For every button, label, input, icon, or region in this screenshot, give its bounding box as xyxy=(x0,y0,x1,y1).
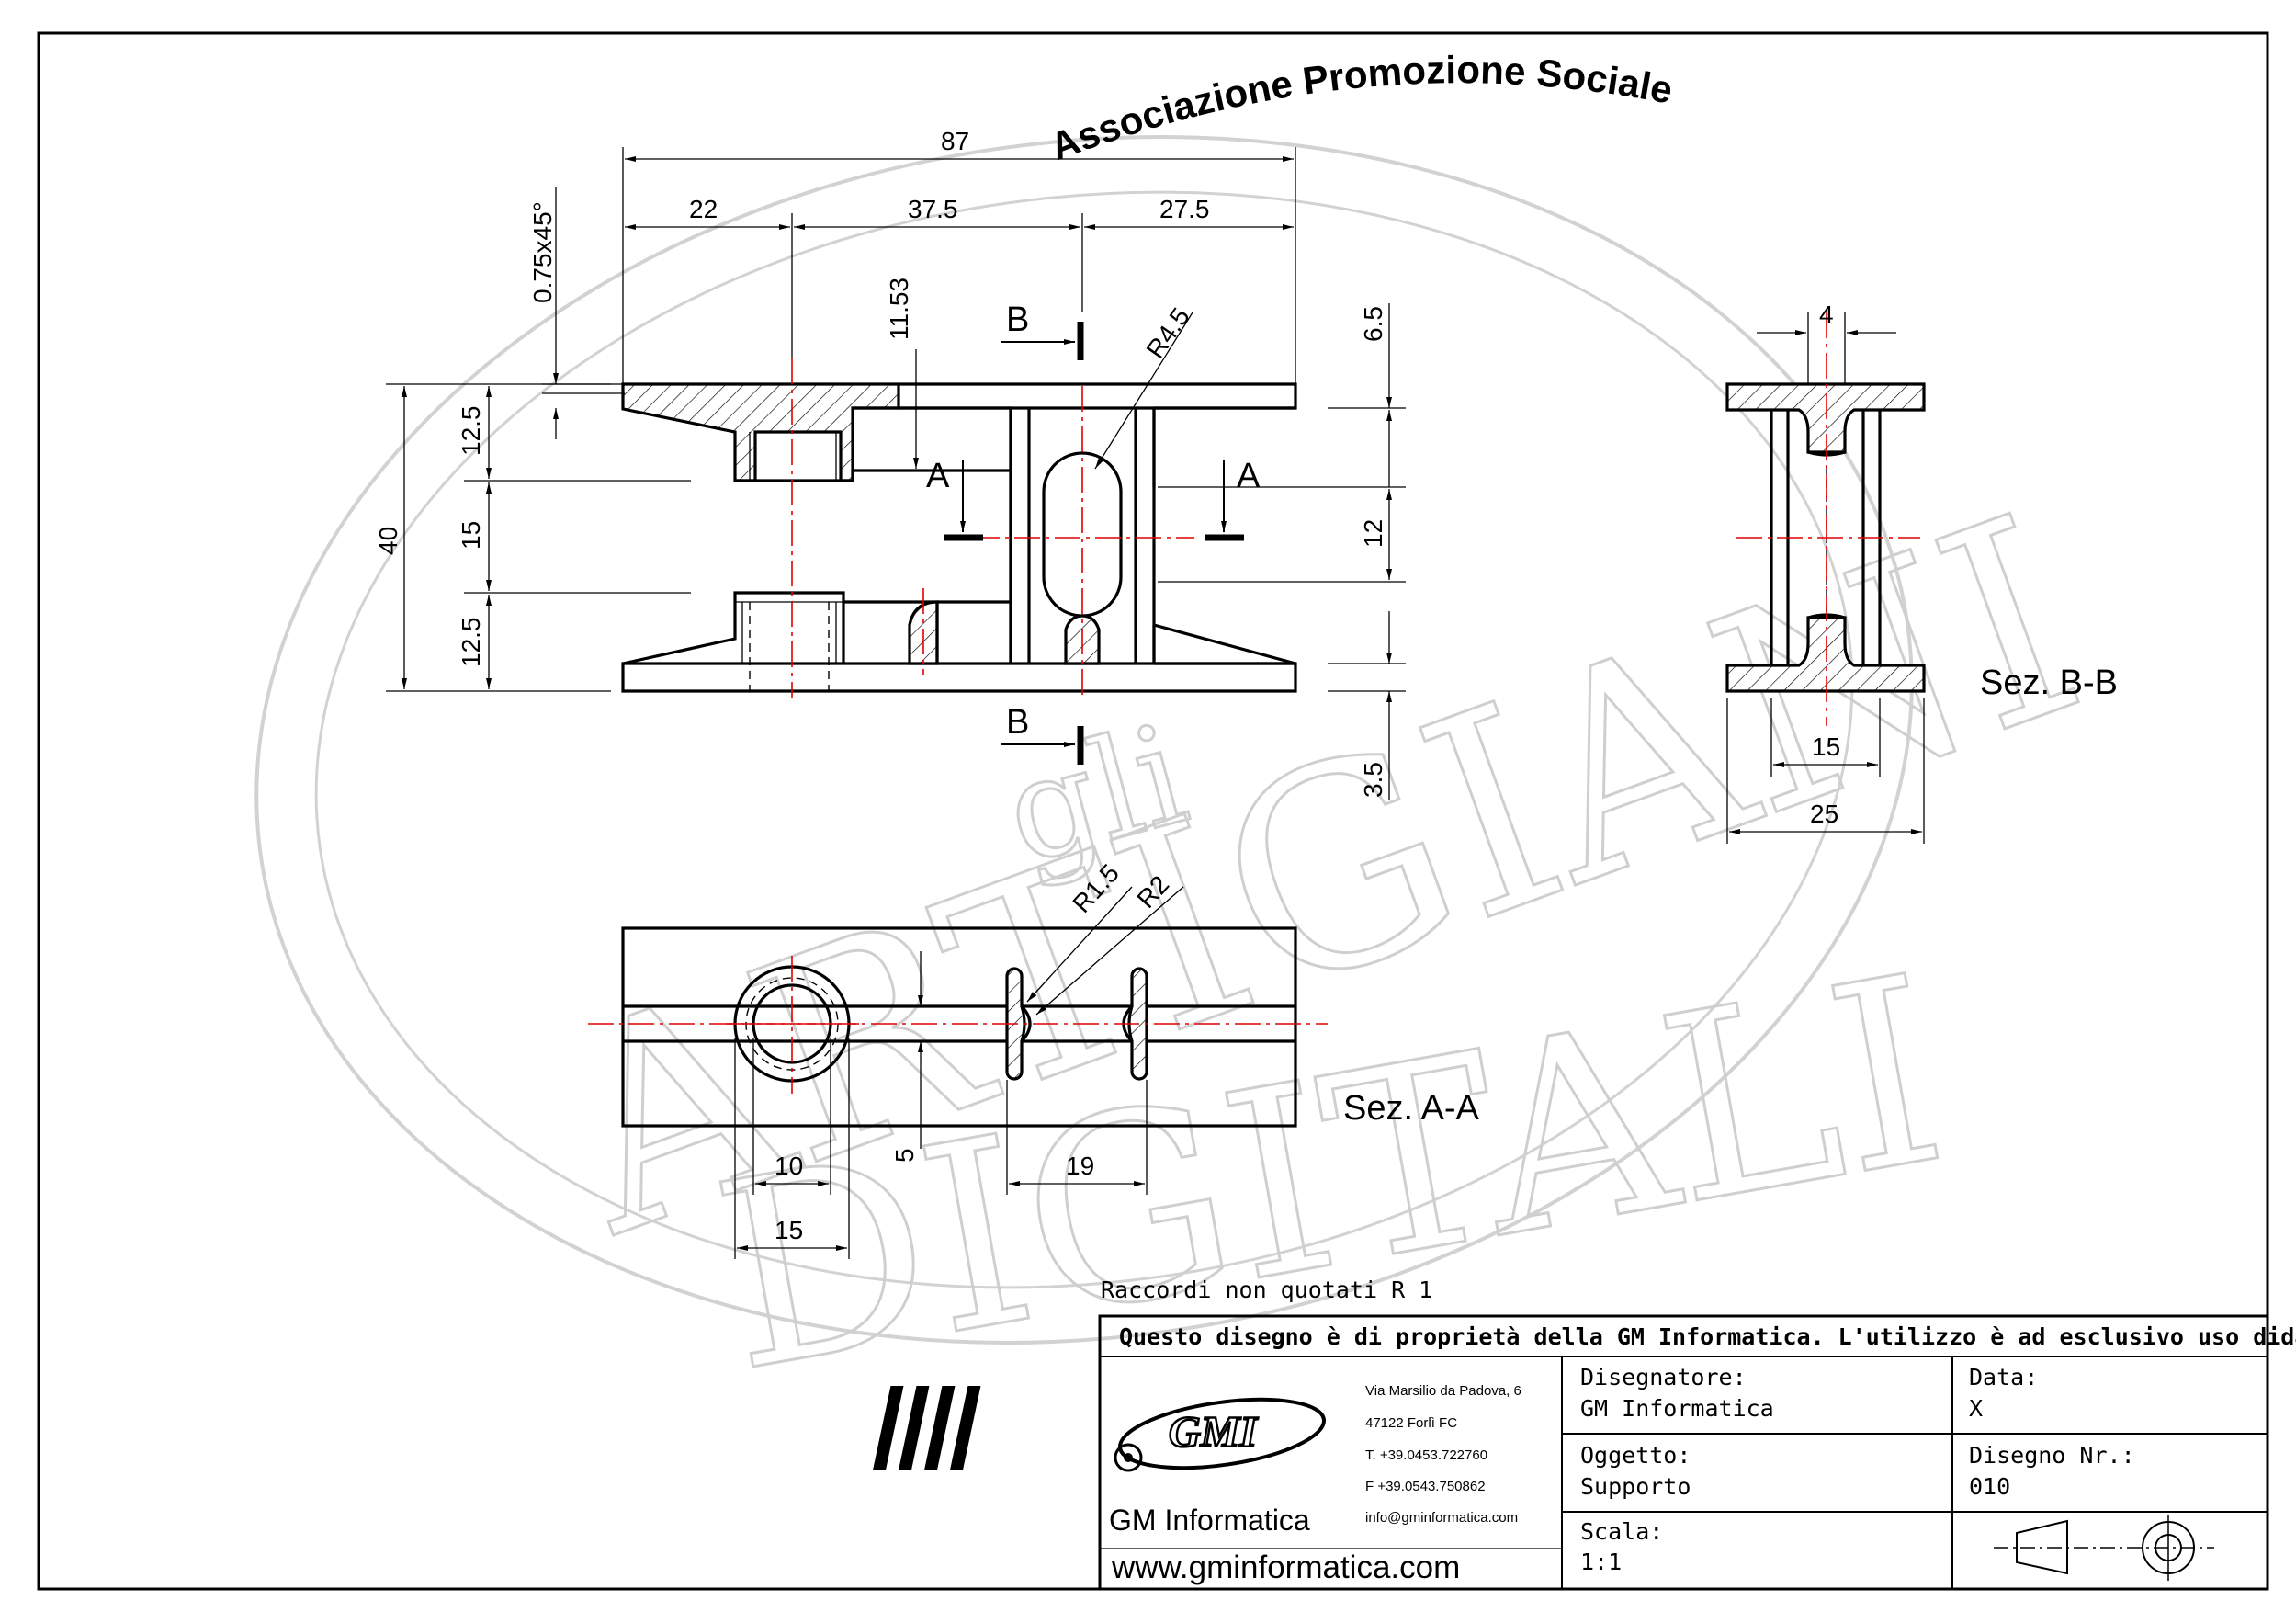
section-a-left-label: A xyxy=(926,457,950,495)
top-plate xyxy=(899,382,1297,410)
scale-value: 1:1 xyxy=(1580,1549,1622,1575)
dim-12: 12 xyxy=(1359,519,1387,548)
object-value: Supporto xyxy=(1580,1473,1691,1500)
aa-dim-10: 10 xyxy=(775,1152,803,1180)
watermark-inner-ellipse xyxy=(314,190,1854,1289)
object-label: Oggetto: xyxy=(1580,1442,1691,1469)
bottom-left-wedge xyxy=(622,591,845,665)
gmi-logo-text: GMI xyxy=(1169,1408,1259,1457)
company-name: GM Informatica xyxy=(1109,1504,1310,1537)
fillet-note: Raccordi non quotati R 1 xyxy=(1101,1277,1432,1303)
dim-22: 22 xyxy=(689,195,718,223)
section-aa-view: 5 10 15 19 R1.5 R2 Sez. A-A xyxy=(588,858,1479,1259)
drawing-number-value: 010 xyxy=(1969,1473,2010,1500)
dim-r4-5: R4.5 xyxy=(1141,302,1195,363)
section-aa-title: Sez. A-A xyxy=(1343,1089,1479,1128)
right-wedge-top xyxy=(1152,408,1296,665)
web-right xyxy=(1134,408,1156,664)
dim-12-5-bottom: 12.5 xyxy=(457,618,485,668)
aa-outline xyxy=(621,926,1297,1128)
dim-chamfer: 0.75x45° xyxy=(528,201,557,303)
watermark-outer-ellipse xyxy=(254,135,1914,1345)
address-line-2: 47122 Forlì FC xyxy=(1365,1415,1457,1431)
phone: T. +39.0453.722760 xyxy=(1365,1447,1487,1463)
gmi-logo: GMI xyxy=(872,1386,1327,1472)
date-value: X xyxy=(1969,1395,1983,1422)
drawing-number-label: Disegno Nr.: xyxy=(1969,1442,2135,1469)
fax: F +39.0543.750862 xyxy=(1365,1479,1486,1494)
aa-dim-5: 5 xyxy=(890,1148,919,1163)
bb-top-flange xyxy=(1725,382,1926,454)
front-dimensions: 87 22 37.5 27.5 0.75x45° 11.53 R4.5 xyxy=(374,127,1406,800)
section-b-markers: B B xyxy=(1001,301,1084,765)
web-taper-right xyxy=(1154,406,1295,665)
section-a-right-label: A xyxy=(1237,457,1261,495)
title-block: Questo disegno è di proprietà della GM I… xyxy=(872,1314,2296,1591)
web-left xyxy=(1009,408,1031,664)
front-view: B B A A 87 22 37.5 27.5 xyxy=(374,127,1406,800)
dim-87: 87 xyxy=(941,127,969,155)
company-website: www.gminformatica.com xyxy=(1111,1549,1460,1585)
bb-dim-15: 15 xyxy=(1812,732,1840,761)
dim-12-5-top: 12.5 xyxy=(457,406,485,457)
designer-label: Disegnatore: xyxy=(1580,1364,1747,1390)
scale-label: Scala: xyxy=(1580,1518,1663,1545)
section-b-bottom-label: B xyxy=(1006,703,1029,742)
dim-3-5: 3.5 xyxy=(1359,762,1387,798)
dim-6-5: 6.5 xyxy=(1359,306,1387,342)
section-bb-title: Sez. B-B xyxy=(1980,664,2118,702)
section-bb-view: 4 15 25 Sez. B-B xyxy=(1725,301,2118,844)
ownership-notice: Questo disegno è di proprietà della GM I… xyxy=(1119,1323,2296,1350)
date-label: Data: xyxy=(1969,1364,2038,1390)
slot-r45 xyxy=(1042,451,1123,618)
email: info@gminformatica.com xyxy=(1365,1510,1518,1526)
dim-11-53: 11.53 xyxy=(885,278,913,340)
bb-dim-25: 25 xyxy=(1810,800,1838,828)
aa-dim-19: 19 xyxy=(1066,1152,1094,1180)
aa-dim-15: 15 xyxy=(775,1216,803,1244)
dim-15-left: 15 xyxy=(457,521,485,550)
designer-value: GM Informatica xyxy=(1580,1395,1774,1422)
section-a-markers: A A xyxy=(926,457,1261,541)
bb-dim-4: 4 xyxy=(1819,301,1834,329)
dim-37-5: 37.5 xyxy=(908,195,958,223)
bottom-plate xyxy=(621,662,1297,693)
top-left-boss-section xyxy=(621,382,900,482)
address-line-1: Via Marsilio da Padova, 6 xyxy=(1365,1383,1521,1399)
dim-40: 40 xyxy=(374,527,402,555)
watermark-arc-text: Associazione Promozione Sociale xyxy=(1045,48,1676,168)
dim-27-5: 27.5 xyxy=(1159,195,1210,223)
section-b-top-label: B xyxy=(1006,301,1029,339)
projection-symbol-icon xyxy=(1994,1515,2214,1581)
